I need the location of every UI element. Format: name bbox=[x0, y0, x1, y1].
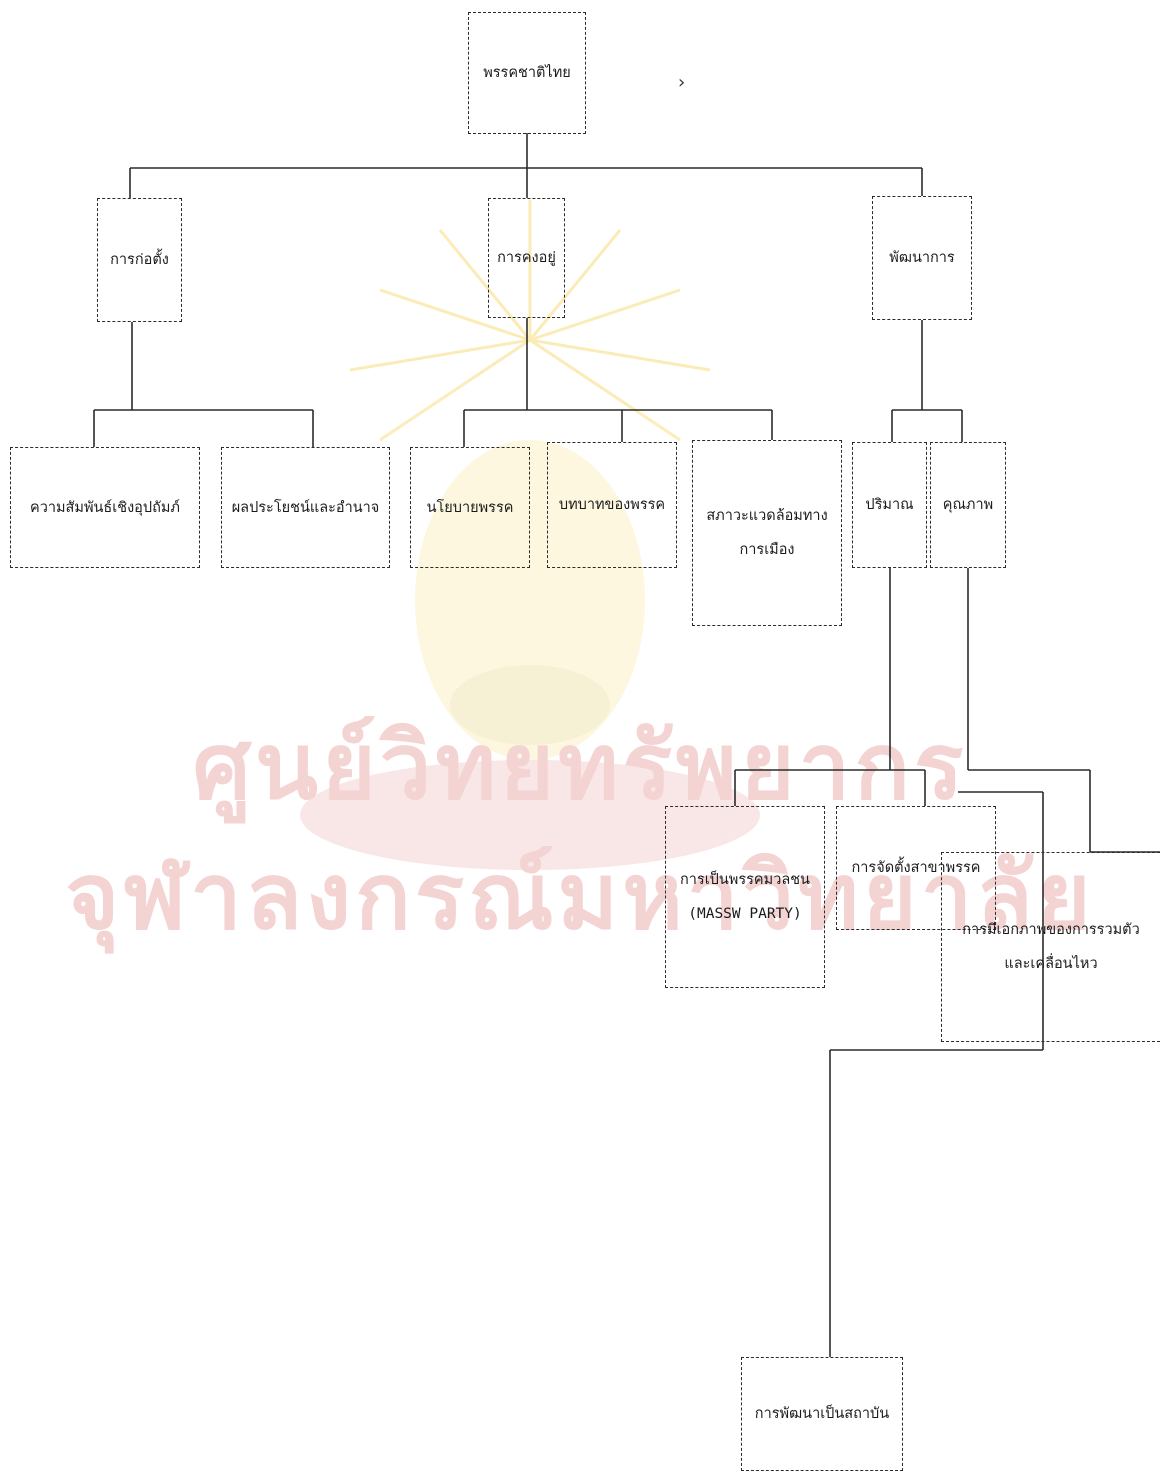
existence-node: การคงอยู่ bbox=[488, 198, 565, 318]
role-label: บทบาทของพรรค bbox=[558, 497, 666, 513]
relation-node: ความสัมพันธ์เชิงอุปถัมภ์ bbox=[10, 447, 200, 568]
role-node: บทบาทของพรรค bbox=[547, 442, 677, 568]
mass-party-node: การเป็นพรรคมวลชน (MASSW PARTY) bbox=[665, 806, 825, 988]
quantity-node: ปริมาณ bbox=[852, 442, 927, 568]
mass-party-label-line1: การเป็นพรรคมวลชน bbox=[680, 872, 810, 888]
existence-label: การคงอยู่ bbox=[497, 250, 556, 266]
quantity-label: ปริมาณ bbox=[865, 497, 914, 513]
branches-label: การจัดตั้งสาขาพรรค bbox=[851, 860, 981, 876]
unity-label-line1: การมีเอกภาพของการรวมตัว bbox=[962, 922, 1140, 938]
environment-label-line1: สภาวะแวดล้อมทาง bbox=[706, 508, 828, 524]
quality-label: คุณภาพ bbox=[942, 497, 994, 513]
institution-node: การพัฒนาเป็นสถาบัน bbox=[741, 1357, 903, 1471]
policy-label: นโยบายพรรค bbox=[426, 499, 514, 516]
interest-label: ผลประโยชน์และอำนาจ bbox=[231, 499, 380, 516]
mass-party-label-line2: (MASSW PARTY) bbox=[688, 906, 802, 922]
root-label: พรรคชาติไทย bbox=[483, 65, 571, 81]
branches-node: การจัดตั้งสาขาพรรค bbox=[836, 806, 996, 930]
root-node: พรรคชาติไทย bbox=[468, 12, 586, 134]
founding-label: การก่อตั้ง bbox=[110, 252, 169, 268]
development-node: พัฒนาการ bbox=[872, 196, 972, 320]
unity-label-line2: และเคลื่อนไหว bbox=[1004, 956, 1098, 972]
policy-node: นโยบายพรรค bbox=[410, 447, 530, 568]
relation-label: ความสัมพันธ์เชิงอุปถัมภ์ bbox=[30, 499, 180, 516]
institution-label: การพัฒนาเป็นสถาบัน bbox=[754, 1406, 890, 1422]
founding-node: การก่อตั้ง bbox=[97, 198, 182, 322]
environment-node: สภาวะแวดล้อมทาง การเมือง bbox=[692, 440, 842, 626]
stray-mark: › bbox=[676, 72, 687, 93]
interest-node: ผลประโยชน์และอำนาจ bbox=[221, 447, 390, 568]
environment-label-line2: การเมือง bbox=[739, 542, 795, 558]
unity-node: การมีเอกภาพของการรวมตัว และเคลื่อนไหว bbox=[941, 852, 1160, 1042]
development-label: พัฒนาการ bbox=[889, 250, 955, 266]
quality-node: คุณภาพ bbox=[930, 442, 1006, 568]
